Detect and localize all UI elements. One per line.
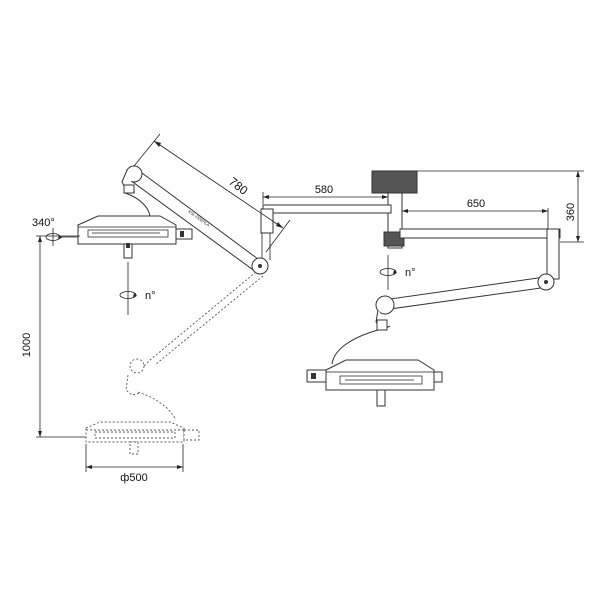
- left-spring-arm: KSL-DDEPLA: [121, 165, 271, 275]
- lowered-position-ghost: [85, 271, 264, 455]
- rotation-indicator-right: n°: [379, 255, 416, 290]
- dimension-ceiling-drop: 360: [417, 170, 584, 243]
- dimension-label-1000: 1000: [21, 333, 33, 357]
- rotation-label-340: 340°: [32, 217, 55, 229]
- rotation-indicator-left: 340°: [32, 217, 78, 246]
- right-lamp-head: [306, 329, 443, 407]
- dimension-label-650: 650: [467, 198, 485, 210]
- rotation-indicator-center: n°: [119, 262, 156, 315]
- dimension-label-360: 360: [565, 203, 577, 221]
- dimension-diameter: ф500: [85, 444, 184, 484]
- ceiling-mount: [371, 170, 418, 249]
- dimension-vertical-travel: 1000: [21, 235, 86, 438]
- dimension-label-580: 580: [315, 184, 333, 196]
- dimension-extension-arm: 580: [262, 184, 389, 204]
- dimension-label-780: 780: [226, 174, 251, 198]
- right-extension-arm: [399, 228, 561, 280]
- left-lamp-head: [77, 192, 193, 259]
- dimension-right-arm: 650: [402, 198, 549, 229]
- rotation-label-right: n°: [405, 267, 416, 279]
- rotation-label-center: n°: [145, 290, 156, 302]
- dimension-label-diameter: ф500: [120, 472, 147, 484]
- left-extension-arm: [260, 204, 392, 234]
- right-spring-arm: [375, 273, 555, 331]
